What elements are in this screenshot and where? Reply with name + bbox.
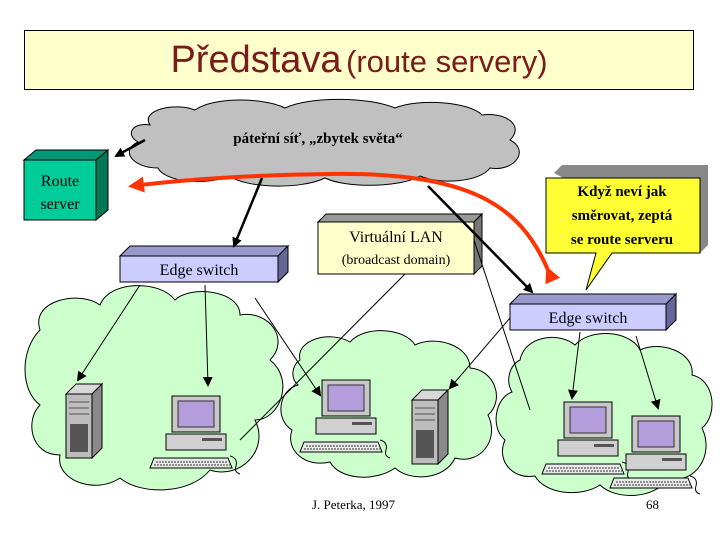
query-path — [128, 171, 561, 285]
backbone-label: páteřní síť, „zbytek světa“ — [233, 131, 403, 147]
slide-title: Představa (route servery) — [25, 39, 693, 82]
route-server-label-line2: server — [40, 196, 80, 213]
arrow-backbone-to-routeserver — [114, 138, 146, 158]
arrow-backbone-to-left-switch — [232, 177, 264, 248]
callout: Když neví jak směrovat, zeptá se route s… — [545, 165, 708, 291]
backbone-cloud — [128, 98, 520, 187]
server-icon — [65, 383, 103, 459]
virtual-lan-label: Virtuální LAN — [349, 229, 443, 246]
page-number: 68 — [646, 497, 659, 512]
callout-line1: Když neví jak — [577, 184, 667, 200]
broadcast-domain-label: (broadcast domain) — [342, 253, 451, 268]
lan-arrows — [76, 284, 661, 410]
footer-author: J. Peterka, 1997 — [312, 497, 396, 512]
edge-switch-left: Edge switch — [118, 244, 290, 284]
title-main: Představa — [170, 39, 342, 81]
route-server-label-line1: Route — [41, 173, 79, 190]
title-box: Představa (route servery) — [24, 30, 694, 90]
title-subtitle: (route servery) — [346, 44, 548, 79]
callout-line2: směrovat, zeptá — [572, 208, 673, 224]
callout-line3: se route serveru — [571, 232, 673, 248]
route-server: Route server — [22, 148, 110, 222]
edge-switch-right-label: Edge switch — [549, 310, 628, 327]
edge-switch-right: Edge switch — [508, 292, 678, 332]
server-icon — [411, 389, 449, 465]
lan-cloud-middle — [280, 330, 497, 478]
edge-switch-left-label: Edge switch — [160, 262, 239, 279]
virtual-lan-box: Virtuální LAN (broadcast domain) — [316, 212, 484, 276]
